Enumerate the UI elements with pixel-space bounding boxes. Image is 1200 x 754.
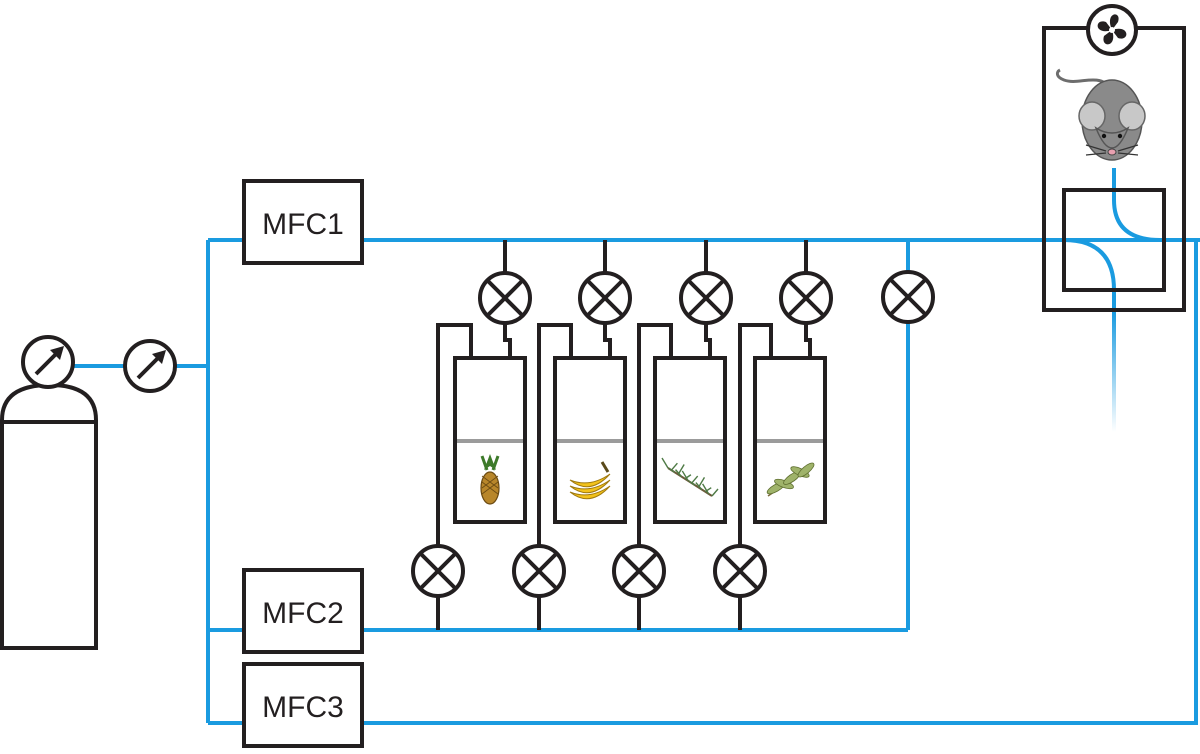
eucalyptus-leaf-icon bbox=[766, 462, 815, 497]
bypass-valve bbox=[881, 270, 935, 324]
valve-in-2 bbox=[578, 271, 632, 325]
mfc3-controller: MFC3 bbox=[242, 662, 364, 748]
mfc2-controller: MFC2 bbox=[242, 568, 364, 654]
valve-out-3 bbox=[612, 544, 666, 598]
cylinder-gauge-icon bbox=[21, 335, 75, 389]
mouse-icon bbox=[1055, 68, 1146, 161]
odor-vial-2 bbox=[553, 356, 627, 524]
valve-in-1 bbox=[478, 271, 532, 325]
odor-vial-3 bbox=[653, 356, 727, 524]
exhaust-pipe bbox=[1112, 312, 1116, 432]
mfc1-label: MFC1 bbox=[262, 208, 344, 241]
mfc2-label: MFC2 bbox=[262, 597, 344, 630]
pine-branch-icon bbox=[661, 457, 719, 497]
odor-vial-4 bbox=[753, 356, 827, 524]
chamber-flow-pipe bbox=[1112, 168, 1161, 242]
gas-cylinder-icon bbox=[0, 382, 98, 650]
valves bbox=[411, 270, 935, 598]
banana-icon bbox=[569, 461, 611, 500]
mfc3-return-pipe bbox=[362, 240, 1198, 725]
pineapple-icon bbox=[480, 454, 500, 505]
pressure-gauge-icon bbox=[123, 339, 177, 393]
fan-icon bbox=[1086, 4, 1138, 56]
valve-out-1 bbox=[411, 544, 465, 598]
valve-out-2 bbox=[512, 544, 566, 598]
valve-out-4 bbox=[713, 544, 767, 598]
valve-in-3 bbox=[679, 271, 733, 325]
odor-vial-1 bbox=[453, 356, 527, 524]
chamber-outflow-pipe bbox=[1063, 238, 1116, 312]
mfc3-label: MFC3 bbox=[262, 691, 344, 724]
odor-vials bbox=[453, 356, 827, 524]
valve-in-4 bbox=[779, 271, 833, 325]
mfc1-controller: MFC1 bbox=[242, 179, 364, 265]
